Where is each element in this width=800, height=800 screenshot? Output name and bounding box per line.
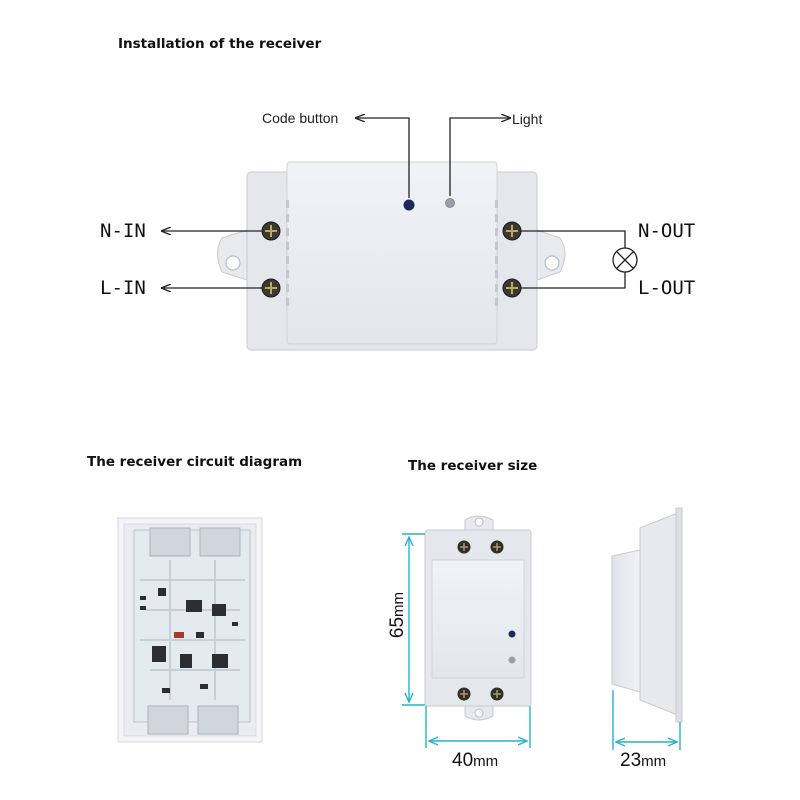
height-dimension-label: 65mm	[387, 585, 409, 645]
n-in-label: N-IN	[100, 220, 146, 242]
receiver-top-view	[217, 161, 566, 351]
right-mount-hole	[544, 255, 560, 271]
height-dimension	[402, 533, 425, 706]
depth-dimension-label: 23mm	[620, 750, 666, 772]
circuit-diagram-heading: The receiver circuit diagram	[87, 454, 303, 470]
receiver-size-heading: The receiver size	[408, 458, 538, 474]
depth-value: 23	[620, 750, 642, 771]
left-mount-hole	[225, 255, 241, 271]
code-button-label: Code button	[262, 110, 339, 126]
depth-unit: mm	[641, 753, 667, 770]
code-button	[403, 199, 415, 211]
height-value: 65	[387, 616, 408, 639]
n-out-label: N-OUT	[638, 220, 696, 242]
installation-heading: Installation of the receiver	[118, 36, 322, 52]
width-dimension-label: 40mm	[452, 750, 498, 772]
l-in-label: L-IN	[100, 277, 146, 299]
output-lamp-circuit	[521, 230, 638, 289]
screw-terminals	[261, 221, 522, 298]
width-dimension	[425, 706, 531, 748]
circuit-board-photo	[117, 517, 263, 743]
code-button-callout-line	[356, 118, 410, 198]
receiver-side-view	[611, 507, 683, 723]
light-label: Light	[512, 111, 543, 127]
indicator-light	[445, 198, 455, 208]
height-unit: mm	[390, 591, 407, 617]
l-out-label: L-OUT	[638, 277, 696, 299]
depth-dimension	[612, 690, 681, 750]
width-unit: mm	[473, 753, 499, 770]
width-value: 40	[452, 750, 474, 771]
receiver-front-view	[424, 515, 532, 721]
light-callout-line	[449, 118, 510, 196]
